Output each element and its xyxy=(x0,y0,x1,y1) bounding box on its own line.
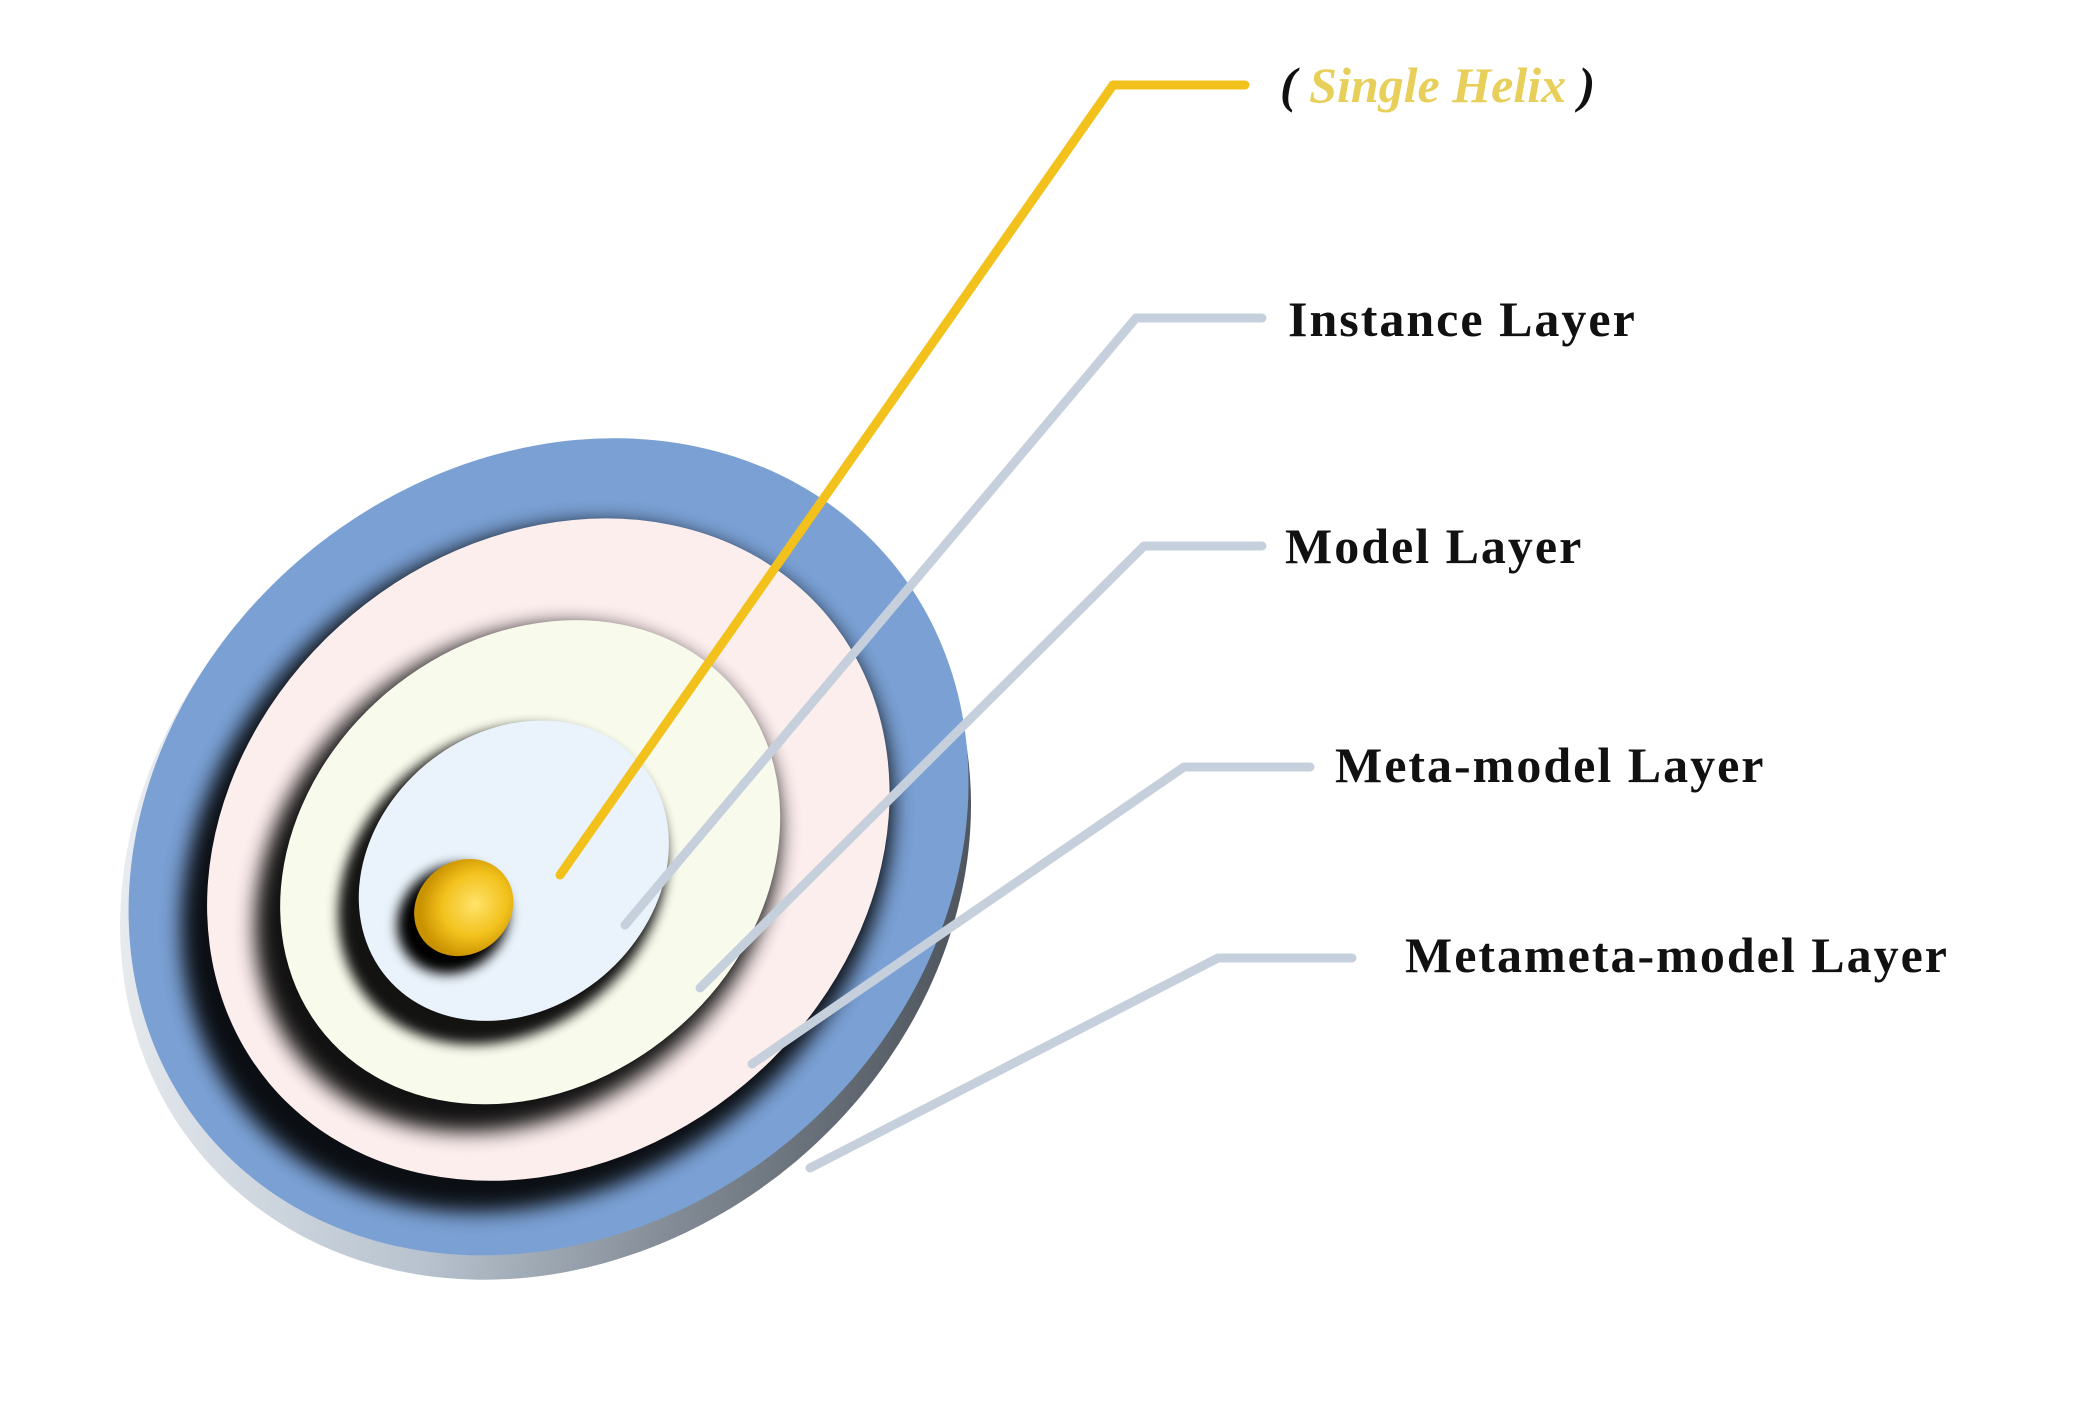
single-helix-label: ( Single Helix ) xyxy=(1280,57,1595,113)
meta-model-layer-leader-line xyxy=(747,762,1315,1069)
single-helix-close-paren: ) xyxy=(1575,57,1596,113)
meta-model-layer-label: Meta-model Layer xyxy=(1335,737,1765,793)
model-layer-leader-line xyxy=(695,541,1267,993)
single-helix-core xyxy=(414,858,514,957)
metameta-model-layer-leader-line xyxy=(805,953,1357,1173)
single-helix-label-text: Single Helix xyxy=(1309,57,1566,113)
metameta-model-layer-label: Metameta-model Layer xyxy=(1405,927,1949,983)
instance-layer-leader-line xyxy=(620,313,1267,930)
single-helix-leader-line xyxy=(555,80,1250,880)
instance-layer-label: Instance Layer xyxy=(1288,291,1637,347)
single-helix-open-paren: ( xyxy=(1280,57,1300,113)
model-layer-label: Model Layer xyxy=(1285,518,1583,574)
